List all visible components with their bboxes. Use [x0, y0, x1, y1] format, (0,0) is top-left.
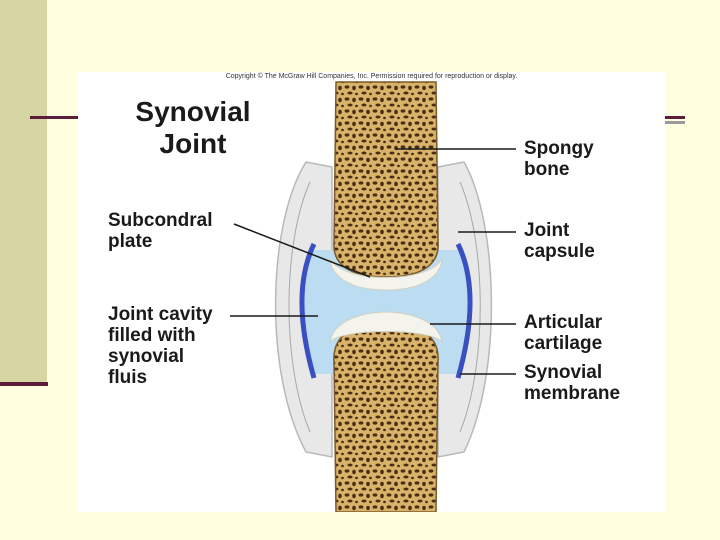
- decor-rule-right-grey: [665, 121, 685, 124]
- label-joint-capsule: Joint capsule: [524, 220, 595, 262]
- upper-articular-cartilage: [329, 257, 443, 291]
- copyright-notice: Copyright © The McGraw Hill Companies, I…: [225, 73, 518, 80]
- upper-bone: [333, 81, 439, 278]
- leader-subcondral-plate: [233, 223, 371, 278]
- synovial-membrane: [299, 242, 317, 379]
- synovial-joint-figure: Copyright © The McGraw Hill Companies, I…: [78, 72, 665, 512]
- label-synovial-membrane: Synovial membrane: [524, 362, 621, 404]
- label-subcondral-plate: Subcondral plate: [108, 210, 213, 252]
- joint-illustration: [230, 81, 516, 512]
- decor-rule-left: [30, 116, 80, 119]
- decor-rule-bottom: [0, 382, 48, 386]
- lower-articular-cartilage: [329, 311, 443, 344]
- decor-rule-right: [665, 116, 685, 119]
- left-decor-band: [0, 0, 47, 385]
- label-spongy-bone: Spongy bone: [524, 138, 594, 180]
- lower-bone: [333, 323, 439, 512]
- label-joint-cavity: Joint cavity filled with synovial fluis: [108, 304, 213, 388]
- synovial-membrane: [455, 242, 473, 379]
- figure-title: Synovial Joint: [135, 96, 251, 159]
- label-articular-cartilage: Articular cartilage: [524, 312, 603, 354]
